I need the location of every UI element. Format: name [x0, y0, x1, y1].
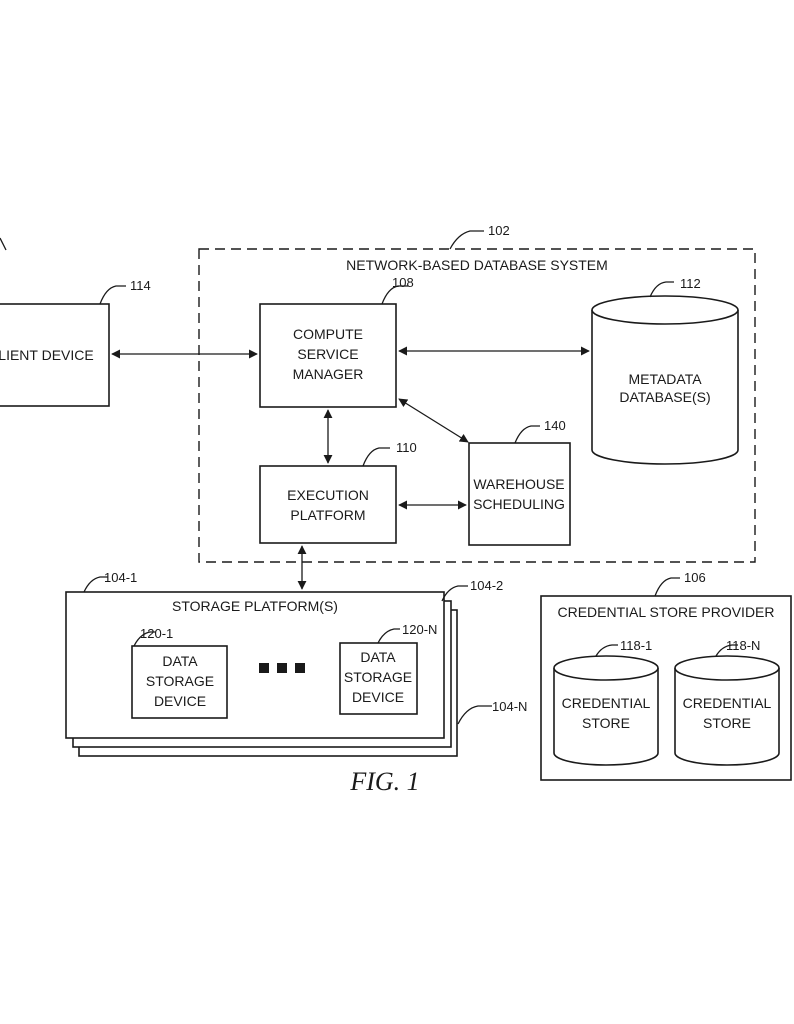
metadata-label-line2: DATABASE(S) [619, 389, 710, 405]
deviceN-label-line2: STORAGE [344, 669, 412, 685]
deviceN-label-line1: DATA [360, 649, 396, 665]
ref-120-1: 120-1 [140, 626, 173, 641]
ref-106: 106 [684, 570, 706, 585]
execution-label-line2: PLATFORM [290, 507, 365, 523]
compute-label-line3: MANAGER [293, 366, 364, 382]
ref-108: 108 [392, 275, 414, 290]
ref-118-1: 118-1 [620, 638, 652, 653]
ref-120-n: 120-N [402, 622, 437, 637]
database-system-boundary [198, 248, 756, 563]
credential-store-1-cylinder [553, 655, 659, 766]
ref-leader-114 [99, 285, 126, 305]
ellipsis-dot-3 [295, 663, 305, 673]
store1-label-line1: CREDENTIAL [562, 695, 651, 711]
ref-114: 114 [130, 278, 151, 293]
ref-leader-120-1 [133, 631, 156, 647]
data-storage-device-1-box [131, 645, 228, 719]
ellipsis-dot-2 [277, 663, 287, 673]
ref-112: 112 [680, 276, 701, 291]
compute-label-line1: COMPUTE [293, 326, 363, 342]
storage-platform-title: STORAGE PLATFORM(S) [172, 598, 338, 614]
ref-leader-112 [649, 281, 674, 298]
ref-leader-106 [654, 577, 680, 597]
ref-104-2: 104-2 [470, 578, 503, 593]
ref-102: 102 [488, 223, 510, 238]
ref-leader-104-n [457, 705, 492, 725]
device1-label-line3: DEVICE [154, 693, 206, 709]
ref-leader-108 [381, 285, 408, 305]
warehouse-label-line2: SCHEDULING [473, 496, 565, 512]
ref-118-n: 118-N [726, 638, 760, 653]
warehouse-label-line1: WAREHOUSE [473, 476, 564, 492]
ellipsis-dot-1 [259, 663, 269, 673]
storeN-label-line2: STORE [703, 715, 751, 731]
figure-caption: FIG. 1 [349, 767, 419, 796]
ref-140: 140 [544, 418, 566, 433]
storeN-label-line1: CREDENTIAL [683, 695, 772, 711]
device1-label-line2: STORAGE [146, 673, 214, 689]
database-system-title: NETWORK-BASED DATABASE SYSTEM [346, 257, 608, 273]
ref-104-1: 104-1 [104, 570, 137, 585]
ref-leader-110 [362, 447, 390, 467]
arrow-compute-warehouse [398, 398, 469, 443]
credential-store-n-cylinder [674, 655, 780, 766]
data-storage-device-n-box [339, 642, 418, 715]
store1-label-line2: STORE [582, 715, 630, 731]
ref-leader-118-n [715, 644, 738, 657]
client-device-box [0, 303, 110, 407]
execution-label-line1: EXECUTION [287, 487, 369, 503]
credential-provider-title: CREDENTIAL STORE PROVIDER [557, 604, 774, 620]
device1-label-line1: DATA [162, 653, 198, 669]
execution-platform-box [259, 465, 397, 544]
ref-leader-140 [514, 425, 540, 444]
compute-service-manager-box [259, 303, 397, 408]
ref-leader-118-1 [595, 644, 618, 657]
client-device-label: LIENT DEVICE [0, 347, 94, 363]
metadata-label-line1: METADATA [628, 371, 702, 387]
ref-leader-104-1 [83, 576, 108, 593]
compute-label-line2: SERVICE [297, 346, 358, 362]
ref-104-n: 104-N [492, 699, 527, 714]
deviceN-label-line3: DEVICE [352, 689, 404, 705]
ref-leader-102 [449, 230, 484, 250]
metadata-database-cylinder [591, 295, 739, 465]
edge-fragment [0, 237, 7, 251]
ref-110: 110 [396, 440, 417, 455]
warehouse-scheduling-box [468, 442, 571, 546]
ref-leader-120-n [377, 628, 400, 644]
ref-leader-104-2 [441, 585, 468, 602]
